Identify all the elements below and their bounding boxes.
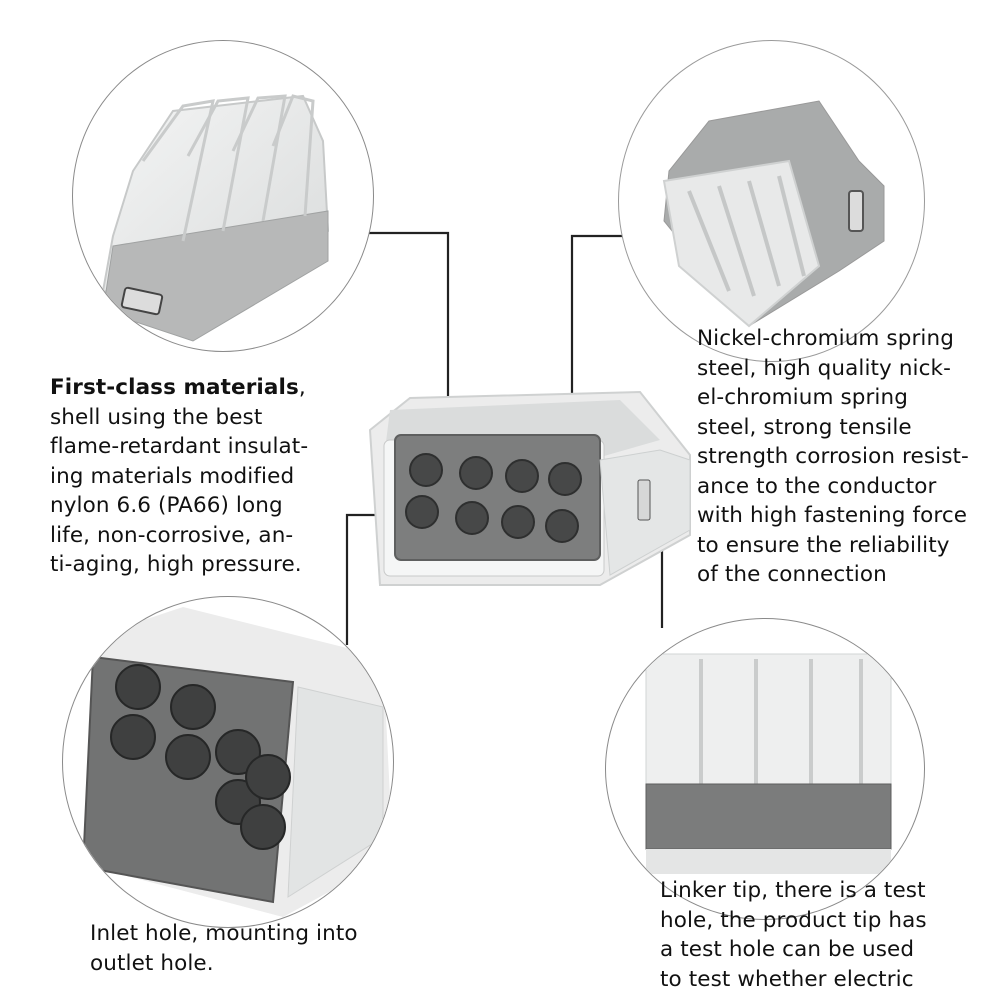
callout-first-class-body: , shell using the best flame-retardant i… (50, 375, 309, 577)
detail-circle-bottom-right (605, 618, 925, 920)
detail-circle-top-left (72, 40, 374, 352)
detail-circle-top-right (618, 40, 925, 362)
callout-linker-tip: Linker tip, there is a test hole, the pr… (660, 878, 927, 992)
connector-top-view-image (101, 94, 330, 342)
callout-first-class-heading: First-class materials (50, 375, 299, 400)
connector-back-view-image (662, 100, 885, 328)
detail-circle-bottom-left (62, 596, 394, 928)
connector-holes-closeup-image (81, 607, 393, 917)
callout-inlet-hole: Inlet hole, mounting into outlet hole. (90, 921, 358, 976)
callout-first-class-materials: First-class materials, shell using the b… (50, 373, 350, 580)
connector-side-view-image (645, 653, 892, 874)
connector-main-image (368, 390, 691, 586)
callout-nickel-chromium: Nickel-chromium spring steel, high quali… (697, 326, 969, 587)
